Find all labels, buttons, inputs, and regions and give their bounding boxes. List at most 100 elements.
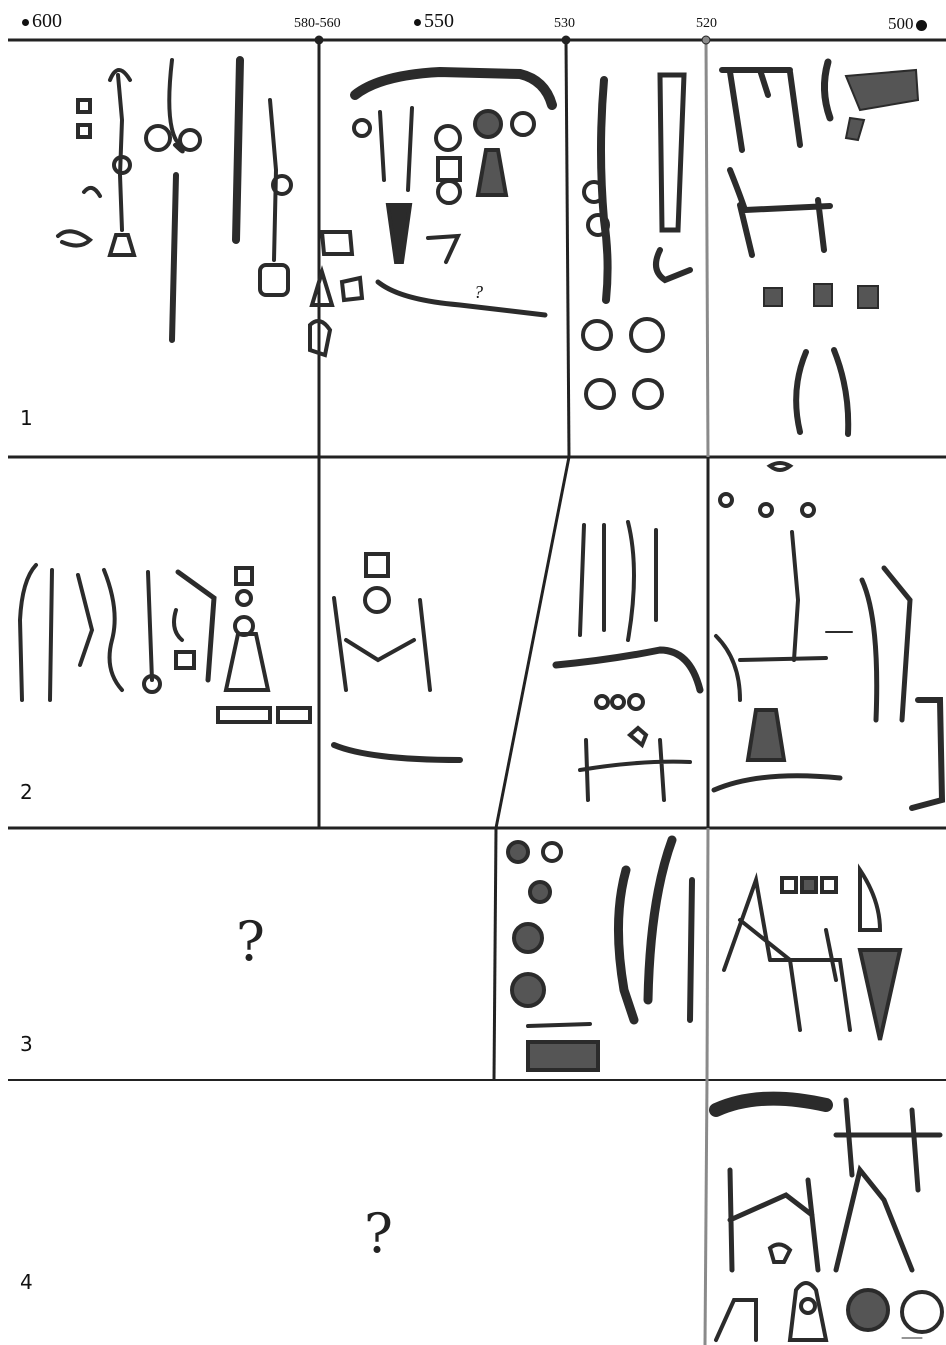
- bridle-bits: [724, 880, 850, 1030]
- iron-bit-2: [730, 170, 830, 255]
- ring: [237, 591, 251, 605]
- row-2-artifacts: [20, 463, 942, 808]
- button: [802, 504, 814, 516]
- pin: [580, 525, 584, 635]
- animal-plate: [512, 974, 544, 1006]
- bridle-bit: [836, 1170, 912, 1270]
- axis-node: [562, 36, 570, 44]
- hook: [174, 610, 182, 640]
- col-divider-520-row4: [705, 1080, 707, 1345]
- square-fitting: [438, 158, 460, 180]
- iron-bit-1: [722, 70, 800, 150]
- cheekpiece: [884, 568, 910, 720]
- strap-plate: [218, 708, 270, 722]
- hook-loop: [146, 126, 170, 150]
- row-3-artifacts: [508, 840, 900, 1070]
- horse-head-ornament: [388, 205, 410, 262]
- button: [802, 878, 816, 892]
- small-bell: [630, 728, 646, 745]
- animal-plate: [586, 380, 614, 408]
- button: [760, 504, 772, 516]
- psalion: [690, 880, 692, 1020]
- bird-plaque: [322, 232, 352, 254]
- iron-plaque: [814, 284, 832, 306]
- small-plaque: [342, 278, 362, 300]
- hemispherical-button: [475, 111, 501, 137]
- col-divider-530-slant: [496, 457, 569, 828]
- square-button: [366, 554, 388, 576]
- col-divider-520-row3: [707, 828, 708, 1080]
- button: [508, 842, 528, 862]
- button: [612, 696, 624, 708]
- psalion: [618, 870, 634, 1020]
- bird-ornament: [58, 231, 90, 245]
- decorated-boar-tusk: [716, 1099, 826, 1110]
- button: [782, 878, 796, 892]
- ring: [365, 588, 389, 612]
- col-divider-530-row3: [494, 828, 496, 1080]
- col-divider-520: [706, 40, 708, 457]
- cross-plate: [583, 321, 611, 349]
- button: [236, 568, 252, 584]
- cheekpiece: [20, 565, 36, 700]
- ornament-fragment: [84, 188, 100, 196]
- iron-plaque: [858, 286, 878, 308]
- axis-node: [315, 36, 323, 44]
- hook-loop: [180, 130, 200, 150]
- iron-cheekpiece: [824, 62, 830, 118]
- cheekpiece: [50, 570, 52, 700]
- bell: [478, 150, 506, 195]
- iron-psalion: [796, 352, 806, 432]
- animal-head-plate: [848, 1290, 888, 1330]
- bell: [748, 710, 784, 760]
- ribbed-plate: [528, 1042, 598, 1070]
- button: [629, 695, 643, 709]
- triangular-pendant: [312, 272, 332, 305]
- cheekpiece-plain: [236, 60, 240, 240]
- iron-psalion: [834, 350, 848, 434]
- loop-cheekpiece: [660, 75, 684, 230]
- rod: [792, 532, 798, 660]
- small-fitting: [78, 100, 90, 112]
- pin: [408, 108, 412, 190]
- bit-link: [78, 575, 92, 665]
- bell: [226, 634, 268, 690]
- strap-plate: [278, 708, 310, 722]
- col-divider-530: [566, 40, 569, 457]
- pin: [628, 522, 634, 640]
- cross-button: [438, 181, 460, 203]
- eye-plate: [770, 463, 790, 470]
- corroded-fragment: [846, 118, 864, 140]
- iron-plaque: [764, 288, 782, 306]
- animal-figurine: [428, 236, 458, 262]
- pin: [380, 112, 384, 180]
- button: [720, 494, 732, 506]
- row-4-artifacts: [716, 1099, 942, 1340]
- button: [543, 843, 561, 861]
- fragment: [912, 700, 942, 808]
- s-link: [104, 570, 122, 690]
- boar-tusk: [860, 870, 880, 930]
- bit-stirrup: [110, 235, 134, 255]
- hooked-end: [656, 250, 690, 280]
- corroded-fragment: [846, 70, 918, 110]
- bridle-bit: [580, 740, 690, 800]
- bit-terminal: [260, 265, 288, 295]
- cheekpiece: [862, 580, 877, 720]
- animal-plate: [514, 924, 542, 952]
- round-button: [436, 126, 460, 150]
- curved-cheekpiece: [714, 776, 840, 790]
- bridle-bit-rod: [118, 75, 122, 230]
- small-fitting: [78, 125, 90, 137]
- rod: [148, 572, 152, 680]
- curved-cheekpiece: [334, 745, 460, 760]
- grooved-button: [512, 113, 534, 135]
- button: [822, 878, 836, 892]
- animal-plate: [634, 380, 662, 408]
- cheekpiece-curved: [378, 282, 545, 315]
- hook-ring: [354, 120, 370, 136]
- rod: [528, 1024, 590, 1026]
- bridle-bit: [836, 1100, 940, 1190]
- row-1-artifacts: [58, 60, 918, 434]
